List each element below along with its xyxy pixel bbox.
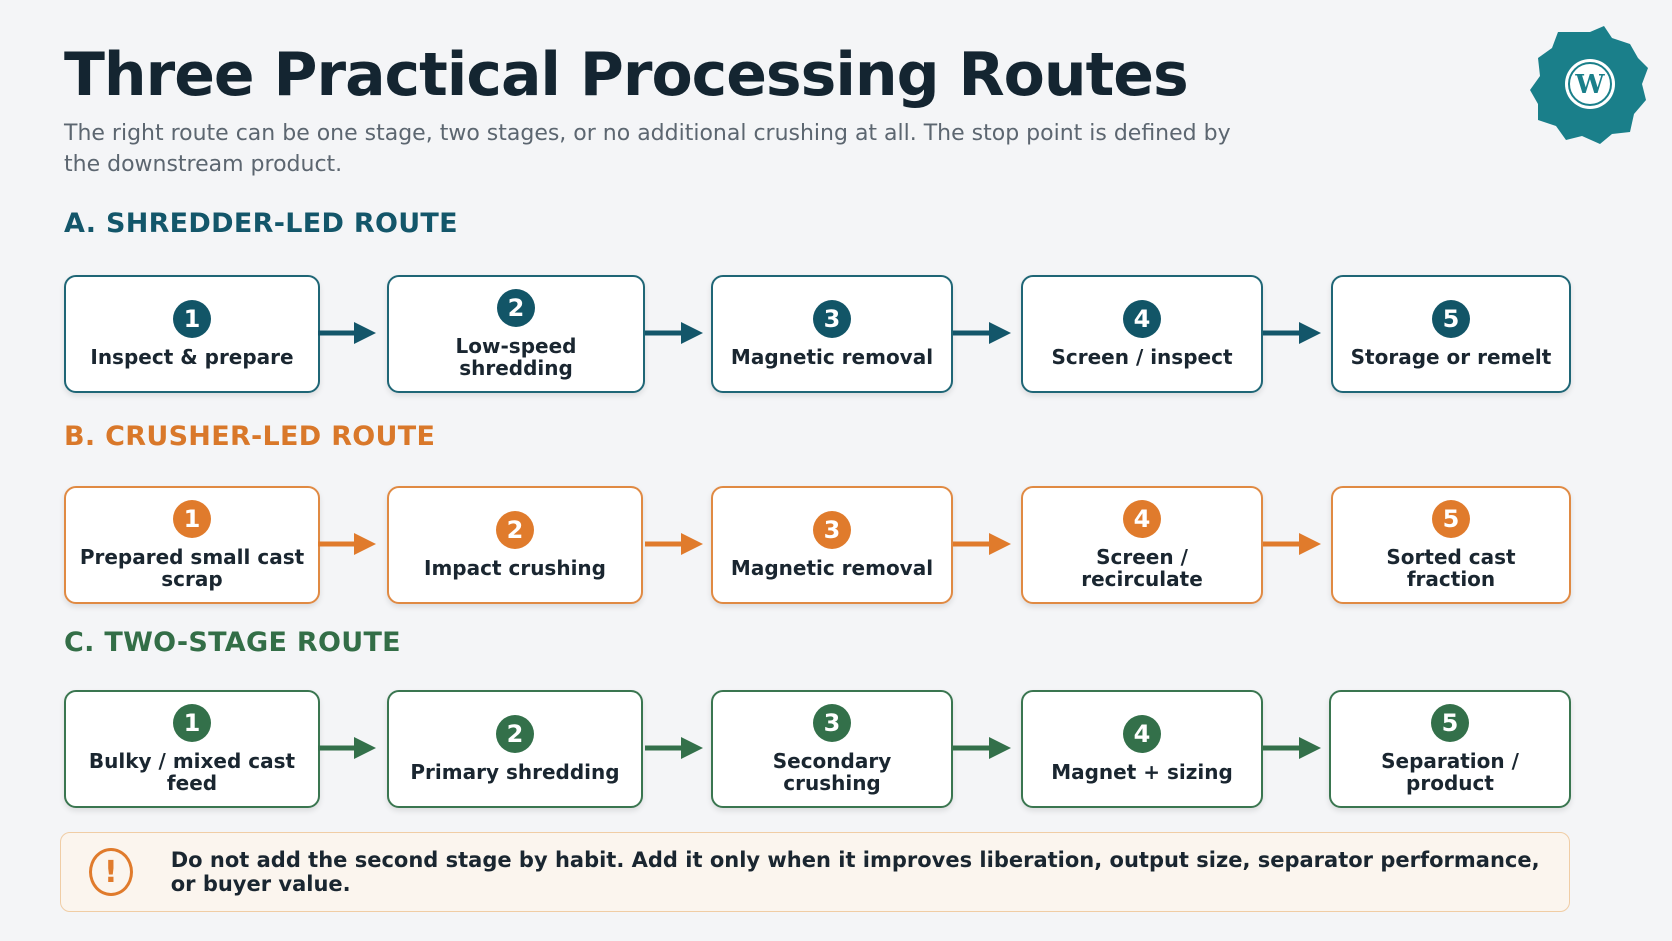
page-title: Three Practical Processing Routes [64,40,1189,110]
arrow-right-icon [1263,322,1321,344]
step-label: Primary shredding [410,760,620,784]
route-b-heading: B. CRUSHER-LED ROUTE [64,421,436,452]
route-c-step-5: 5 Separation / product [1329,690,1571,808]
route-b-step-2: 2 Impact crushing [387,486,643,604]
route-b-step-5: 5 Sorted cast fraction [1331,486,1571,604]
step-label: Separation / product [1381,749,1519,795]
route-b-step-3: 3 Magnetic removal [711,486,953,604]
warning-note: ! Do not add the second stage by habit. … [60,832,1570,912]
step-number: 4 [1123,500,1161,538]
route-c-step-2: 2 Primary shredding [387,690,643,808]
arrow-right-icon [1263,533,1321,555]
route-c-heading: C. TWO-STAGE ROUTE [64,627,401,658]
arrow-right-icon [318,737,376,759]
step-label: Screen / inspect [1051,345,1233,369]
route-c-step-1: 1 Bulky / mixed cast feed [64,690,320,808]
step-number: 3 [813,300,851,338]
route-b-step-1: 1 Prepared small cast scrap [64,486,320,604]
route-a-step-4: 4 Screen / inspect [1021,275,1263,393]
route-a-step-5: 5 Storage or remelt [1331,275,1571,393]
route-b-step-4: 4 Screen / recirculate [1021,486,1263,604]
step-label: Bulky / mixed cast feed [88,749,296,795]
step-number: 3 [813,511,851,549]
exclamation-icon: ! [89,848,133,896]
arrow-right-icon [953,322,1011,344]
step-label: Magnet + sizing [1051,760,1233,784]
step-label: Magnetic removal [730,345,934,369]
arrow-right-icon [953,737,1011,759]
route-c-step-3: 3 Secondary crushing [711,690,953,808]
step-label: Impact crushing [424,556,606,580]
warning-note-text: Do not add the second stage by habit. Ad… [170,848,1540,896]
arrow-right-icon [645,322,703,344]
step-label: Secondary crushing [772,749,892,795]
step-number: 5 [1432,500,1470,538]
step-number: 2 [496,511,534,549]
route-a-step-2: 2 Low-speed shredding [387,275,645,393]
step-label: Inspect & prepare [90,345,294,369]
step-number: 1 [173,500,211,538]
step-number: 4 [1123,300,1161,338]
arrow-right-icon [1263,737,1321,759]
route-a-heading: A. SHREDDER-LED ROUTE [64,208,458,239]
arrow-right-icon [318,533,376,555]
step-label: Storage or remelt [1350,345,1552,369]
arrow-right-icon [645,533,703,555]
step-number: 4 [1123,715,1161,753]
step-number: 1 [173,704,211,742]
step-label: Prepared small cast scrap [79,545,305,591]
step-number: 2 [497,289,535,327]
step-label: Sorted cast fraction [1386,545,1516,591]
step-number: 5 [1431,704,1469,742]
route-a-step-3: 3 Magnetic removal [711,275,953,393]
route-c-step-4: 4 Magnet + sizing [1021,690,1263,808]
step-number: 2 [496,715,534,753]
arrow-right-icon [953,533,1011,555]
step-label: Screen / recirculate [1081,545,1203,591]
gear-logo-icon: W [1530,26,1648,144]
step-label: Magnetic removal [730,556,934,580]
step-number: 3 [813,704,851,742]
step-number: 5 [1432,300,1470,338]
svg-text:W: W [1574,70,1605,100]
page-subtitle: The right route can be one stage, two st… [64,121,1231,177]
arrow-right-icon [318,322,376,344]
step-label: Low-speed shredding [455,334,577,380]
arrow-right-icon [645,737,703,759]
route-a-step-1: 1 Inspect & prepare [64,275,320,393]
step-number: 1 [173,300,211,338]
